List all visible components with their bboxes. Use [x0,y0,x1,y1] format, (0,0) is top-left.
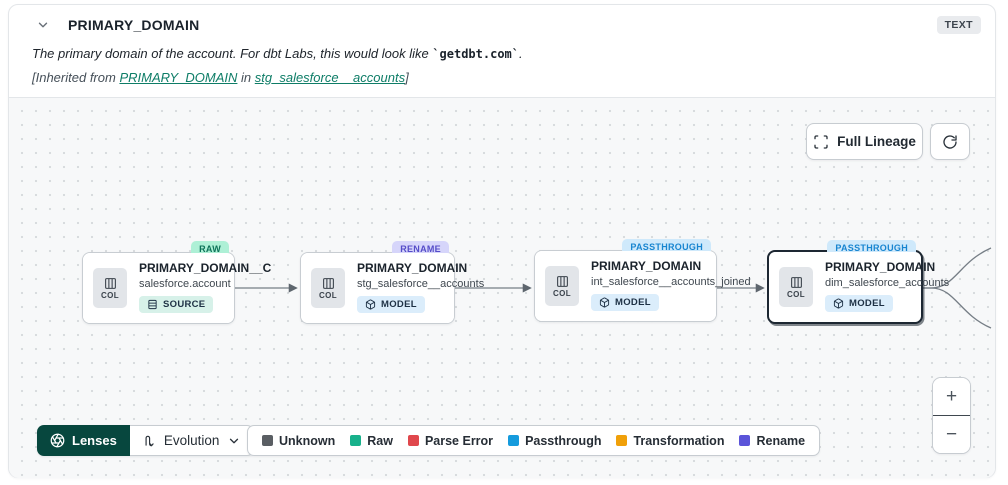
model-cube-icon [599,297,610,308]
aperture-icon [50,433,65,448]
legend-item: Unknown [262,434,335,448]
full-lineage-label: Full Lineage [837,134,916,149]
inherited-middle: in [237,70,255,85]
node-column-name: PRIMARY_DOMAIN [357,261,468,275]
inherited-prefix: [Inherited from [32,70,120,85]
lenses-button[interactable]: Lenses [37,425,130,456]
node-kind-label: MODEL [849,298,885,309]
model-cube-icon [365,299,376,310]
legend-item: Rename [739,434,805,448]
column-header: PRIMARY_DOMAIN TEXT The primary domain o… [9,5,995,85]
legend-swatch [262,435,273,446]
column-type-badge: TEXT [936,16,981,34]
node-kind-label: SOURCE [163,299,206,310]
node-kind-label: MODEL [615,297,651,308]
lens-legend: Unknown Raw Parse Error Passthrough Tran… [247,425,821,456]
legend-label: Unknown [279,433,336,448]
lineage-node-dim-selected[interactable]: PASSTHROUGH COL PRIMARY_DOMAIN dim_sales… [767,240,950,324]
node-kind-badge: MODEL [591,294,659,311]
lenses-toolbar: Lenses Evolution [37,425,255,456]
legend-swatch [508,435,520,446]
node-column-name: PRIMARY_DOMAIN__C [139,261,272,275]
description-code: `getdbt.com` [432,47,520,61]
node-kind-badge: SOURCE [139,296,214,313]
node-kind-badge: MODEL [825,295,893,312]
node-kind-badge: MODEL [357,296,425,313]
node-column-name: PRIMARY_DOMAIN [591,259,702,273]
columns-icon [322,277,334,289]
inherited-model-link[interactable]: stg_salesforce__accounts [254,70,406,85]
model-cube-icon [833,298,844,309]
lens-select-dropdown[interactable]: Evolution [129,425,255,456]
node-model-name: salesforce.account [139,278,231,290]
description-period: . [519,46,523,61]
lineage-node-source[interactable]: RAW COL PRIMARY_DOMAIN__C salesforce.acc… [82,241,272,324]
legend-swatch [739,435,751,446]
refresh-button[interactable] [930,123,970,160]
column-name: PRIMARY_DOMAIN [68,17,200,33]
evolution-route-icon [145,435,154,446]
refresh-icon [943,134,957,149]
zoom-controls: + − [932,377,971,454]
chevron-down-icon [230,438,239,443]
col-label: COL [100,290,120,300]
lenses-label: Lenses [72,433,117,448]
chevron-down-icon[interactable] [36,18,50,32]
legend-item: Transformation [616,434,724,448]
col-label: COL [318,290,338,300]
node-column-name: PRIMARY_DOMAIN [825,260,936,274]
legend-item: Passthrough [508,434,601,448]
lineage-node-intermediate[interactable]: PASSTHROUGH COL PRIMARY_DOMAIN int_sales… [534,239,751,322]
col-label: COL [786,289,806,299]
legend-label: Parse Error [424,433,494,448]
legend-swatch [407,435,419,446]
inherited-note: [Inherited from PRIMARY_DOMAIN in stg_sa… [32,70,981,85]
legend-swatch [616,435,628,446]
lineage-node-staging[interactable]: RENAME COL PRIMARY_DOMAIN stg_salesforce… [300,241,485,324]
column-badge: COL [545,266,579,306]
zoom-out-button[interactable]: − [933,416,970,453]
zoom-in-button[interactable]: + [933,378,970,416]
columns-icon [790,276,802,288]
legend-label: Passthrough [525,433,602,448]
node-model-name: int_salesforce__accounts_joined [591,276,751,288]
description-text: The primary domain of the account. For d… [32,46,433,61]
column-badge: COL [311,268,345,308]
source-icon [148,299,157,310]
column-lineage-panel: PRIMARY_DOMAIN TEXT The primary domain o… [8,4,996,478]
columns-icon [104,277,116,289]
col-label: COL [552,288,572,298]
column-badge: COL [93,268,127,308]
legend-swatch [350,435,362,446]
inherited-column-link[interactable]: PRIMARY_DOMAIN [119,70,238,85]
node-kind-label: MODEL [381,299,417,310]
legend-item: Raw [350,434,393,448]
lineage-canvas[interactable]: RAW COL PRIMARY_DOMAIN__C salesforce.acc… [9,97,995,478]
inherited-suffix: ] [405,70,409,85]
legend-label: Rename [756,433,806,448]
node-model-name: dim_salesforce_accounts [825,277,950,289]
full-lineage-button[interactable]: Full Lineage [806,123,923,160]
column-description: The primary domain of the account. For d… [32,46,981,61]
legend-label: Raw [367,433,393,448]
lens-selected-value: Evolution [163,433,220,448]
node-model-name: stg_salesforce__accounts [357,278,485,290]
fullscreen-icon [814,134,828,149]
legend-item: Parse Error [407,433,494,448]
legend-label: Transformation [633,433,725,448]
columns-icon [556,275,568,287]
column-badge: COL [779,267,813,307]
